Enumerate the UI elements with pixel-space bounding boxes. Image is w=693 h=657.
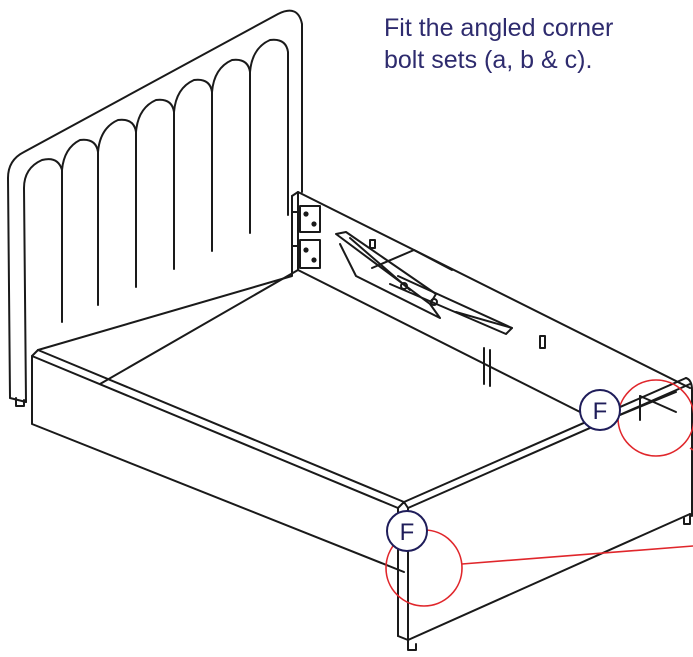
- headboard: [7, 9, 303, 407]
- callout-f-right: F: [579, 389, 621, 431]
- callout-f-front: F: [386, 510, 428, 552]
- instruction-text: Fit the angled corner bolt sets (a, b & …: [384, 12, 689, 76]
- instruction-line-1: Fit the angled corner: [384, 14, 614, 42]
- front-corner-leader-line: [461, 545, 693, 565]
- bed-base: [31, 191, 693, 651]
- callout-label: F: [593, 398, 608, 425]
- hinge-plates: [291, 205, 321, 269]
- callout-label: F: [400, 519, 415, 546]
- corner-highlights: [385, 379, 693, 607]
- instruction-line-2: bolt sets (a, b & c).: [384, 46, 593, 74]
- gas-lift-mechanism: [335, 231, 546, 387]
